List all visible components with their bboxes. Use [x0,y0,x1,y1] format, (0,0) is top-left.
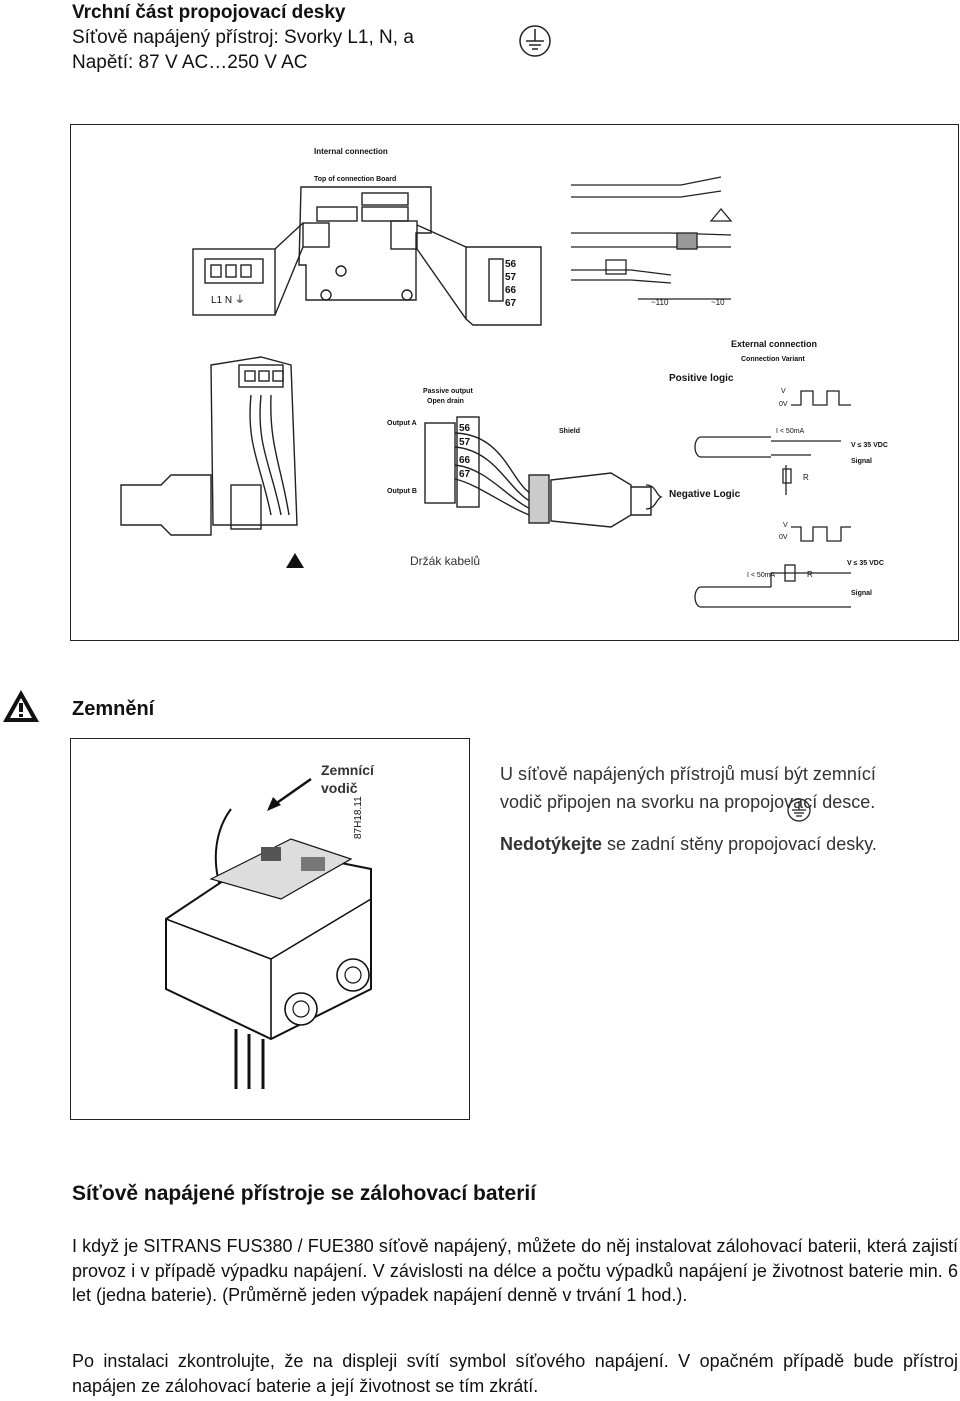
output-terminal-zoom: 56 57 66 67 [416,224,542,326]
svg-text:Positive logic: Positive logic [669,373,734,384]
svg-text:66: 66 [459,455,471,466]
svg-text:Shield: Shield [559,428,580,435]
battery-section-title: Síťově napájené přístroje se zálohovací … [72,1182,537,1205]
svg-text:67: 67 [505,298,517,309]
svg-text:Connection Variant: Connection Variant [741,356,805,363]
ground-symbol-icon [519,25,551,57]
mains-terminal-zoom: L1 N ⏚ [192,222,304,316]
cable-holder-label: Držák kabelů [410,554,480,568]
passive-output-block: Passive output Open drain Output A Outpu… [387,388,652,528]
grounding-photo: Zemnící vodič 87H18.11 [70,738,470,1120]
svg-text:L1 N ⏚: L1 N ⏚ [211,294,245,306]
warning-icon [286,553,304,568]
svg-text:66: 66 [505,285,517,296]
battery-paragraph-2: Po instalaci zkontrolujte, že na displej… [72,1351,958,1396]
top-of-board-label: Top of connection Board [314,176,396,183]
svg-text:67: 67 [459,469,471,480]
svg-text:~10: ~10 [711,298,725,307]
svg-text:Signal: Signal [851,590,872,597]
svg-text:V ≤ 35 VDC: V ≤ 35 VDC [847,560,884,567]
grounding-warning: Nedotýkejte se zadní stěny propojovací d… [500,830,960,858]
connection-board-top: Internal connection Top of connection Bo… [298,147,432,301]
grounding-text-line-2: vodič připojen na svorku na propojovací … [500,792,876,812]
svg-text:Open drain: Open drain [427,398,464,405]
battery-paragraph-1: I když je SITRANS FUS380 / FUE380 síťově… [72,1236,958,1305]
ground-terminal-icon [787,798,811,822]
svg-text:Signal: Signal [851,458,872,465]
svg-text:R: R [803,473,809,482]
device-lower-left [120,356,298,536]
svg-text:56: 56 [505,259,517,270]
svg-text:Output A: Output A [387,420,417,427]
grounding-title: Zemnění [72,698,155,720]
svg-text:Negative Logic: Negative Logic [669,489,741,500]
header-line-terminals: Síťově napájený přístroj: Svorky L1, N, … [72,27,414,48]
svg-text:V ≤ 35 VDC: V ≤ 35 VDC [851,442,888,449]
internal-connection-label: Internal connection [314,147,388,156]
svg-text:External connection: External connection [731,339,817,349]
warning-triangle-icon [3,690,39,722]
svg-text:R: R [807,570,813,579]
ground-wire-label-2: vodič [321,780,358,796]
header-title: Vrchní část propojovací desky [72,2,346,23]
svg-text:~110: ~110 [651,298,669,307]
svg-text:57: 57 [505,272,517,283]
svg-text:V: V [781,388,786,395]
wiring-diagram: Internal connection Top of connection Bo… [70,124,959,641]
svg-text:Output B: Output B [387,488,417,495]
svg-text:0V: 0V [779,534,788,541]
grounding-device-illustration [165,777,372,1089]
svg-text:57: 57 [459,437,471,448]
svg-text:V: V [783,522,788,529]
cable-strip-detail: ~110 ~10 [571,176,733,307]
svg-text:Passive output: Passive output [423,388,473,395]
svg-text:56: 56 [459,423,471,434]
svg-text:I < 50mA: I < 50mA [776,428,805,435]
ground-wire-label-1: Zemnící [321,762,374,778]
grounding-warning-rest: se zadní stěny propojovací desky. [602,834,877,854]
header-line-voltage: Napětí: 87 V AC…250 V AC [72,52,308,73]
external-connection-diagram: External connection Connection Variant P… [645,339,888,608]
grounding-text-line-1: U síťově napájených přístrojů musí být z… [500,764,876,784]
svg-text:0V: 0V [779,401,788,408]
svg-text:I < 50mA: I < 50mA [747,572,776,579]
grounding-warning-bold: Nedotýkejte [500,834,603,854]
